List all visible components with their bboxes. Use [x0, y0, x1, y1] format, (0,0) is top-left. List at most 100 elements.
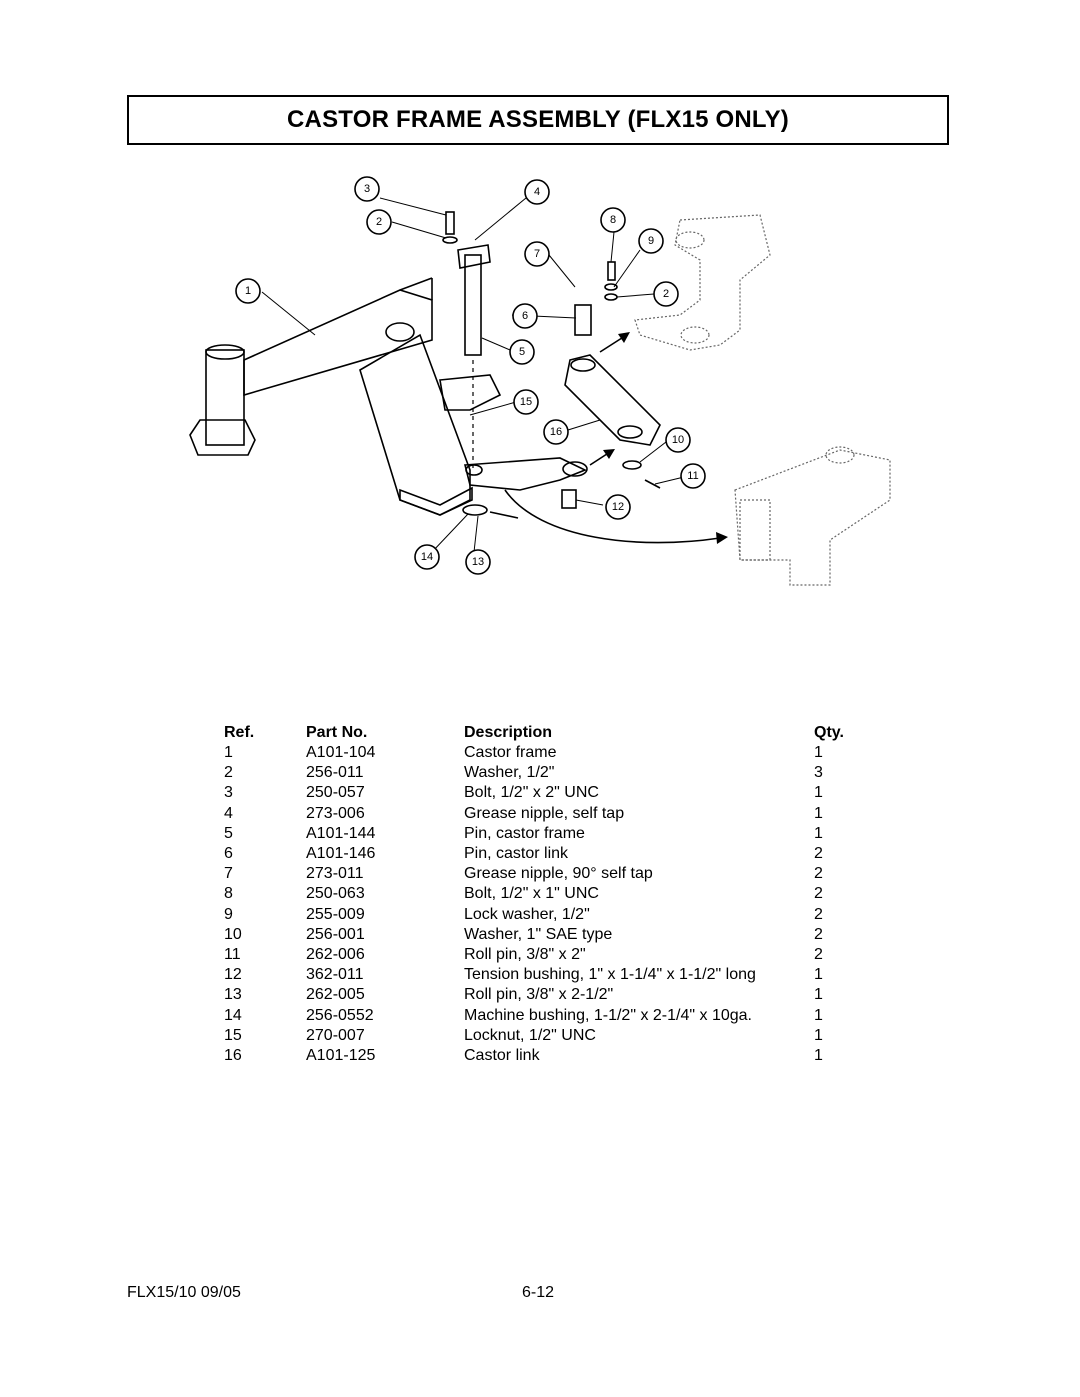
callout-13: 13: [465, 549, 491, 575]
header-description: Description: [464, 724, 553, 741]
callout-15: 15: [513, 389, 539, 415]
cell-description: Pin, castor frame: [464, 824, 585, 842]
cell-description: Grease nipple, self tap: [464, 804, 625, 822]
header-part-no: Part No.: [306, 724, 368, 741]
cell-description: Tension bushing, 1" x 1-1/4" x 1-1/2" lo…: [464, 966, 756, 984]
cell-ref: 10: [224, 925, 242, 943]
svg-text:2: 2: [663, 288, 669, 300]
cell-part-no: 256-001: [306, 925, 365, 943]
callout-9: 9: [638, 228, 664, 254]
cell-description: Bolt, 1/2" x 1" UNC: [464, 885, 599, 903]
cell-ref: 11: [224, 945, 241, 963]
svg-text:8: 8: [610, 214, 616, 226]
castor-frame-exploded-diagram: 1 2 3 4 5 6 7 8 9 2 10 11 12 13 14 15 16: [189, 176, 891, 586]
cell-qty: 1: [814, 986, 823, 1004]
svg-text:7: 7: [534, 248, 540, 260]
svg-text:15: 15: [520, 396, 532, 408]
callout-5: 5: [509, 339, 535, 365]
cell-ref: 3: [224, 784, 233, 802]
svg-text:11: 11: [687, 470, 698, 482]
cell-qty: 1: [814, 1026, 823, 1044]
svg-text:5: 5: [519, 346, 525, 358]
svg-text:12: 12: [612, 501, 624, 513]
cell-description: Castor frame: [464, 744, 557, 762]
svg-text:13: 13: [472, 556, 484, 568]
cell-ref: 14: [224, 1006, 242, 1024]
cell-qty: 2: [814, 885, 823, 903]
svg-text:2: 2: [376, 216, 382, 228]
cell-part-no: 262-005: [306, 986, 365, 1004]
page-title: CASTOR FRAME ASSEMBLY (FLX15 ONLY): [287, 106, 789, 133]
callout-12: 12: [605, 494, 631, 520]
cell-qty: 2: [814, 845, 823, 863]
cell-qty: 1: [814, 1046, 823, 1064]
cell-part-no: A101-125: [306, 1046, 376, 1064]
callout-10: 10: [665, 427, 691, 453]
arrows: [504, 332, 728, 544]
callout-16: 16: [543, 419, 569, 445]
svg-text:1: 1: [245, 285, 251, 297]
cell-ref: 4: [224, 804, 233, 822]
callout-2-right: 2: [653, 281, 679, 307]
ghost-castor-head-lower: [734, 446, 891, 586]
callout-3: 3: [354, 176, 380, 202]
footer-page-number: 6-12: [522, 1284, 555, 1301]
castor-link-drawing: [564, 354, 661, 446]
header-qty: Qty.: [814, 724, 844, 741]
cell-ref: 6: [224, 845, 233, 863]
cell-description: Roll pin, 3/8" x 2": [464, 945, 586, 963]
table-row: 3 250-057 Bolt, 1/2" x 2" UNC 1: [224, 783, 854, 803]
cell-qty: 2: [814, 865, 823, 883]
castor-pin-drawing: [457, 244, 491, 470]
table-header-row: Ref. Part No. Description Qty.: [224, 723, 854, 743]
callout-2-top: 2: [366, 209, 392, 235]
cell-description: Washer, 1" SAE type: [464, 925, 613, 943]
cell-part-no: 262-006: [306, 945, 365, 963]
callout-6: 6: [512, 303, 538, 329]
cell-description: Machine bushing, 1-1/2" x 2-1/4" x 10ga.: [464, 1006, 752, 1024]
cell-description: Bolt, 1/2" x 2" UNC: [464, 784, 599, 802]
svg-text:3: 3: [364, 183, 370, 195]
cell-ref: 15: [224, 1026, 242, 1044]
cell-qty: 2: [814, 945, 823, 963]
cell-description: Castor link: [464, 1046, 540, 1064]
cell-qty: 2: [814, 905, 823, 923]
svg-text:14: 14: [421, 551, 433, 563]
lower-link-drawing: [463, 457, 588, 491]
cell-part-no: 250-057: [306, 784, 365, 802]
castor-frame-drawing: [189, 277, 502, 516]
svg-text:6: 6: [522, 310, 528, 322]
cell-qty: 1: [814, 1006, 823, 1024]
cell-qty: 1: [814, 784, 823, 802]
callout-1: 1: [235, 278, 261, 304]
cell-ref: 12: [224, 966, 242, 984]
ghost-castor-head-upper: [634, 214, 771, 351]
cell-part-no: A101-144: [306, 824, 376, 842]
cell-ref: 9: [224, 905, 233, 923]
title-box: CASTOR FRAME ASSEMBLY (FLX15 ONLY): [127, 95, 949, 145]
cell-ref: 8: [224, 885, 233, 903]
callout-11: 11: [680, 463, 706, 489]
cell-ref: 5: [224, 824, 233, 842]
callout-14: 14: [414, 544, 440, 570]
cell-part-no: 270-007: [306, 1026, 365, 1044]
cell-qty: 3: [814, 764, 823, 782]
cell-part-no: 256-011: [306, 764, 364, 782]
callout-4: 4: [524, 179, 550, 205]
cell-description: Roll pin, 3/8" x 2-1/2": [464, 986, 614, 1004]
cell-ref: 2: [224, 764, 233, 782]
cell-part-no: 362-011: [306, 966, 364, 984]
parts-table: Ref. Part No. Description Qty. 1 A101-104…: [224, 723, 854, 1066]
cell-part-no: A101-104: [306, 744, 376, 762]
cell-part-no: 255-009: [306, 905, 365, 923]
cell-description: Grease nipple, 90° self tap: [464, 865, 653, 883]
callout-8: 8: [600, 207, 626, 233]
